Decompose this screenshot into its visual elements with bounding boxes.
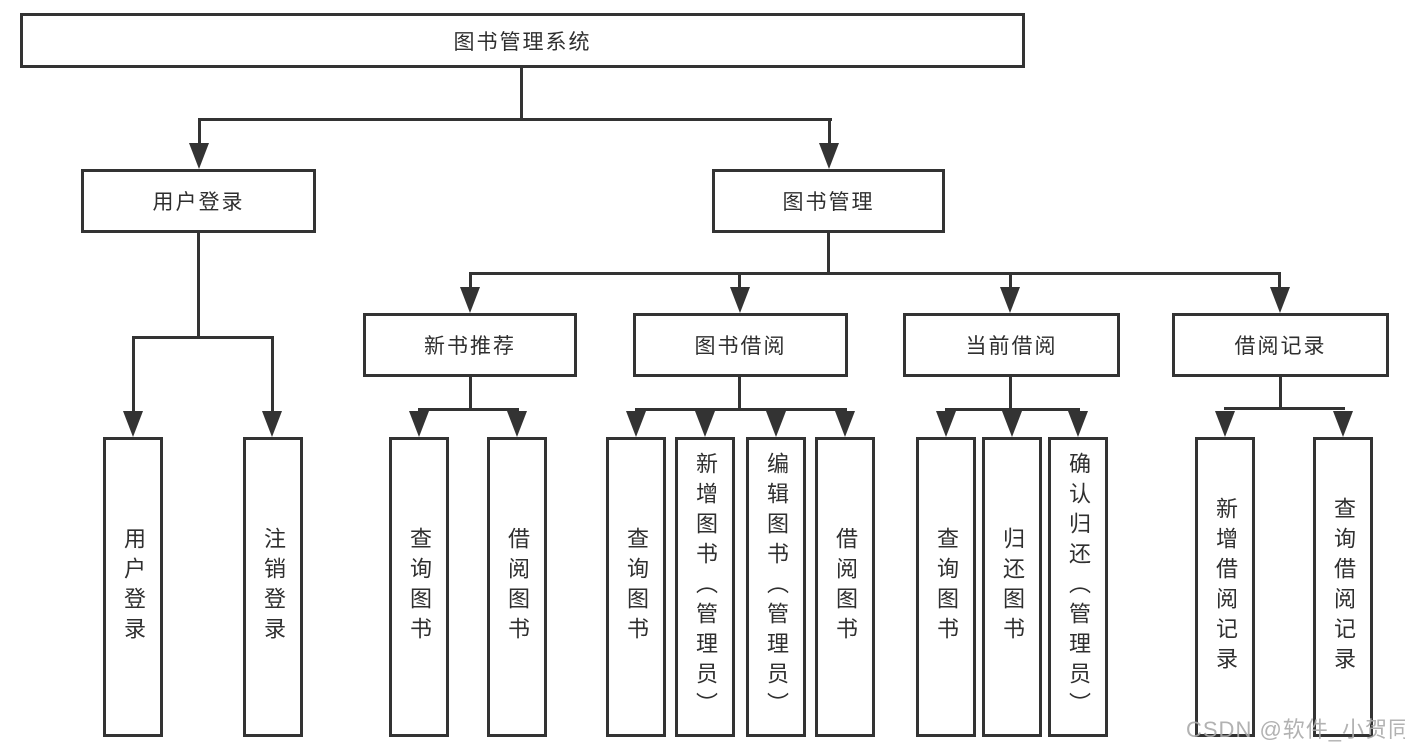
leaf-borrow-edit-books-admin-label: 编辑图书（管理员） bbox=[764, 452, 789, 722]
arrow-down-icon bbox=[262, 411, 282, 437]
arrow-down-icon bbox=[1002, 411, 1022, 437]
leaf-borrow-borrow-books: 借阅图书 bbox=[815, 437, 875, 737]
connector-line bbox=[418, 408, 519, 411]
leaf-records-query-record-label: 查询借阅记录 bbox=[1331, 497, 1356, 677]
leaf-logout-label: 注销登录 bbox=[261, 527, 286, 647]
connector-line bbox=[828, 118, 831, 148]
connector-line bbox=[197, 233, 200, 338]
arrow-down-icon bbox=[409, 411, 429, 437]
arrow-down-icon bbox=[819, 143, 839, 169]
leaf-borrow-add-books-admin: 新增图书（管理员） bbox=[675, 437, 735, 737]
arrow-down-icon bbox=[1333, 411, 1353, 437]
node-current-borrowing-label: 当前借阅 bbox=[965, 335, 1058, 358]
leaf-current-query-books: 查询图书 bbox=[916, 437, 976, 737]
arrow-down-icon bbox=[1000, 287, 1020, 313]
connector-line bbox=[635, 408, 847, 411]
arrow-down-icon bbox=[460, 287, 480, 313]
node-user-login: 用户登录 bbox=[81, 169, 316, 233]
connector-line bbox=[1278, 272, 1281, 290]
connector-line bbox=[469, 272, 1281, 275]
leaf-borrow-query-books-label: 查询图书 bbox=[624, 527, 649, 647]
node-book-borrowing: 图书借阅 bbox=[633, 313, 848, 377]
connector-line bbox=[198, 118, 832, 121]
connector-line bbox=[1279, 377, 1282, 410]
connector-line bbox=[945, 408, 1080, 411]
arrow-down-icon bbox=[695, 411, 715, 437]
node-root: 图书管理系统 bbox=[20, 13, 1025, 68]
node-root-label: 图书管理系统 bbox=[453, 30, 592, 54]
node-book-management-label: 图书管理 bbox=[782, 191, 875, 214]
node-borrow-records-label: 借阅记录 bbox=[1234, 335, 1327, 358]
connector-line bbox=[132, 336, 274, 339]
connector-line bbox=[271, 336, 274, 416]
leaf-records-add-record-label: 新增借阅记录 bbox=[1213, 497, 1238, 677]
arrow-down-icon bbox=[507, 411, 527, 437]
leaf-newbook-borrow-books-label: 借阅图书 bbox=[505, 527, 530, 647]
connector-line bbox=[469, 377, 472, 411]
arrow-down-icon bbox=[936, 411, 956, 437]
leaf-borrow-add-books-admin-label: 新增图书（管理员） bbox=[693, 452, 718, 722]
node-user-login-label: 用户登录 bbox=[152, 191, 245, 214]
node-book-borrowing-label: 图书借阅 bbox=[694, 335, 787, 358]
leaf-newbook-query-books: 查询图书 bbox=[389, 437, 449, 737]
leaf-borrow-borrow-books-label: 借阅图书 bbox=[833, 527, 858, 647]
leaf-records-add-record: 新增借阅记录 bbox=[1195, 437, 1255, 737]
node-new-book-recommend-label: 新书推荐 bbox=[424, 335, 516, 358]
node-new-book-recommend: 新书推荐 bbox=[363, 313, 577, 377]
connector-line bbox=[738, 377, 741, 411]
connector-line bbox=[469, 272, 472, 290]
arrow-down-icon bbox=[1215, 411, 1235, 437]
leaf-logout: 注销登录 bbox=[243, 437, 303, 737]
connector-line bbox=[520, 68, 523, 121]
leaf-current-confirm-return-admin-label: 确认归还（管理员） bbox=[1066, 452, 1091, 722]
leaf-borrow-edit-books-admin: 编辑图书（管理员） bbox=[746, 437, 806, 737]
arrow-down-icon bbox=[835, 411, 855, 437]
connector-line bbox=[1009, 377, 1012, 411]
leaf-current-query-books-label: 查询图书 bbox=[934, 527, 959, 647]
leaf-current-return-books: 归还图书 bbox=[982, 437, 1042, 737]
leaf-newbook-query-books-label: 查询图书 bbox=[407, 527, 432, 647]
leaf-current-return-books-label: 归还图书 bbox=[1000, 527, 1025, 647]
arrow-down-icon bbox=[1068, 411, 1088, 437]
node-current-borrowing: 当前借阅 bbox=[903, 313, 1120, 377]
arrow-down-icon bbox=[189, 143, 209, 169]
connector-line bbox=[1224, 407, 1345, 410]
arrow-down-icon bbox=[1270, 287, 1290, 313]
leaf-records-query-record: 查询借阅记录 bbox=[1313, 437, 1373, 737]
leaf-newbook-borrow-books: 借阅图书 bbox=[487, 437, 547, 737]
connector-line bbox=[198, 118, 201, 148]
leaf-user-login: 用户登录 bbox=[103, 437, 163, 737]
node-book-management: 图书管理 bbox=[712, 169, 945, 233]
connector-line bbox=[738, 272, 741, 290]
arrow-down-icon bbox=[730, 287, 750, 313]
node-borrow-records: 借阅记录 bbox=[1172, 313, 1389, 377]
arrow-down-icon bbox=[123, 411, 143, 437]
csdn-watermark: CSDN @软件_小贺同学 bbox=[1186, 717, 1405, 742]
arrow-down-icon bbox=[626, 411, 646, 437]
connector-line bbox=[827, 233, 830, 275]
leaf-current-confirm-return-admin: 确认归还（管理员） bbox=[1048, 437, 1108, 737]
leaf-user-login-label: 用户登录 bbox=[121, 527, 146, 647]
leaf-borrow-query-books: 查询图书 bbox=[606, 437, 666, 737]
connector-line bbox=[132, 336, 135, 416]
connector-line bbox=[1009, 272, 1012, 290]
arrow-down-icon bbox=[766, 411, 786, 437]
